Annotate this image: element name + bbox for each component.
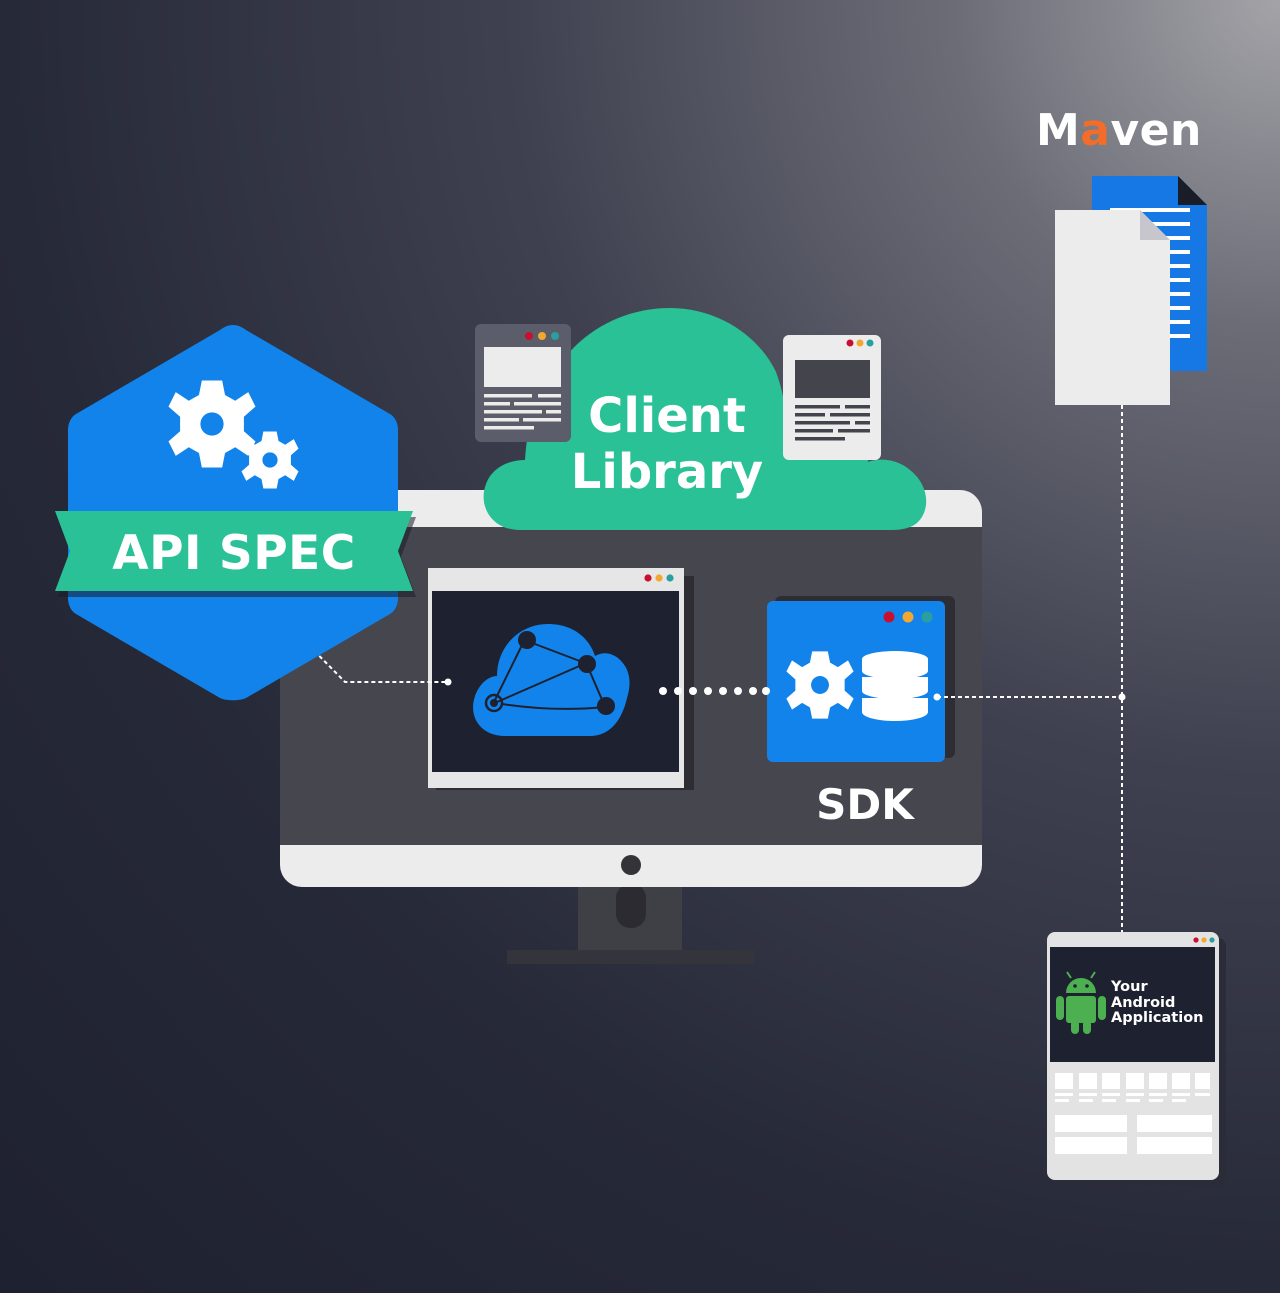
sdk-window (767, 596, 955, 762)
browser-window-icon (783, 335, 881, 460)
cloud-network-window (428, 568, 694, 790)
browser-window-icon (475, 324, 571, 442)
client-library-line-2: Library (570, 444, 764, 500)
gear-icon (786, 651, 854, 719)
android-app-tablet (1047, 932, 1226, 1186)
android-icon (1056, 971, 1106, 1034)
client-library-cloud (483, 308, 927, 530)
api-spec-label: API SPEC (112, 526, 356, 581)
database-icon (862, 651, 928, 721)
document-icon (1055, 210, 1170, 405)
maven-logo-prefix: M (1036, 105, 1081, 156)
android-app-label: Your Android Application (1111, 979, 1204, 1026)
maven-logo: Maven (1036, 105, 1202, 156)
api-spec-badge (55, 325, 416, 701)
gears-icon (168, 380, 299, 489)
client-library-label: Client Library (536, 388, 798, 500)
client-library-line-1: Client (588, 388, 746, 444)
maven-logo-accent: a (1080, 105, 1111, 156)
cloud-network-icon (473, 624, 630, 736)
maven-logo-suffix: ven (1110, 105, 1202, 156)
sdk-label: SDK (816, 780, 914, 829)
